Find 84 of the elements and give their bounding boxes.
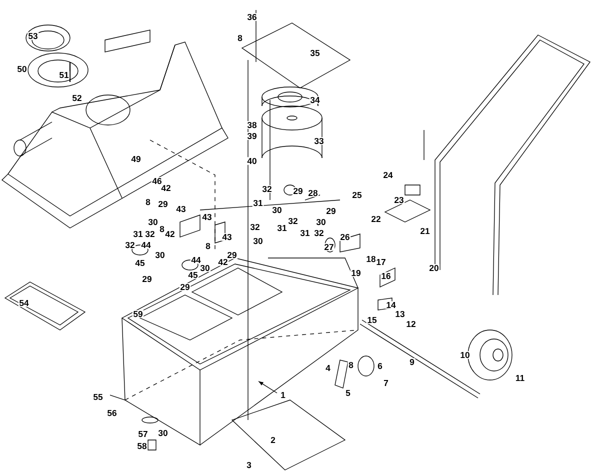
callout-number: 29 [292,187,304,195]
callout-number: 12 [405,320,417,328]
callout-number: 19 [350,269,362,277]
callout-number: 46 [151,177,163,185]
callout-number: 43 [221,233,233,241]
callout-number: 15 [366,316,378,324]
callout-number: 29 [179,283,191,291]
callout-number: 8 [144,198,152,206]
callout-number: 5 [344,389,352,397]
callout-number: 33 [313,137,325,145]
callout-number: 50 [16,65,28,73]
callout-number: 4 [324,364,332,372]
callout-number: 8 [348,361,354,369]
callout-number: 30 [199,264,211,272]
callout-number: 44 [190,256,202,264]
callout-number: 59 [132,310,144,318]
callout-number: 30 [252,237,264,245]
callout-number: 8 [204,242,212,250]
callout-number: 30 [315,218,327,226]
callout-number: 32 [313,229,325,237]
callout-number: 31 [132,230,144,238]
callout-number: 45 [134,259,146,267]
callout-number: 21 [419,227,431,235]
callout-number: 31 [276,224,288,232]
callout-number: 3 [246,461,252,469]
callout-number: 20 [428,264,440,272]
callout-number: 43 [175,205,187,213]
callout-number: 40 [246,157,258,165]
callout-number: 8 [158,225,166,233]
callout-number: 54 [18,299,30,307]
callout-number: 32 [261,185,273,193]
callout-number: 42 [217,258,229,266]
callout-number: 30 [154,251,166,259]
callout-number: 18 [365,255,377,263]
callout-number: 35 [309,49,321,57]
callout-number: 55 [92,393,104,401]
callout-number: 42 [164,230,176,238]
callout-number: 16 [380,272,392,280]
callout-number: 32 [124,241,136,249]
callout-number: 9 [408,358,416,366]
callout-number: 44 [140,241,152,249]
callout-number: 30 [147,218,159,226]
callout-number: 38 [246,121,258,129]
callout-number: 24 [382,171,394,179]
callout-number: 29 [325,207,337,215]
callout-number: 1 [280,391,286,399]
callout-number: 28 [307,189,319,197]
callout-number: 6 [376,362,384,370]
callout-number: 14 [385,301,397,309]
callout-number: 13 [394,310,406,318]
callout-number: 26 [339,233,351,241]
callout-number: 10 [459,351,471,359]
callout-number: 36 [246,13,258,21]
callout-number: 27 [323,243,335,251]
callout-number: 57 [137,430,149,438]
callout-number: 53 [27,32,39,40]
callout-number: 29 [226,251,238,259]
callout-number: 58 [136,442,148,450]
callout-number: 17 [375,258,387,266]
callout-number: 49 [130,155,142,163]
callout-number: 32 [144,230,156,238]
callout-number: 39 [246,132,258,140]
callout-number: 31 [299,229,311,237]
callout-number: 2 [270,436,276,444]
callout-number: 56 [106,409,118,417]
callout-number: 43 [201,213,213,221]
callout-number: 23 [393,196,405,204]
callout-number: 8 [236,34,244,42]
callout-number: 29 [141,275,153,283]
callout-number: 25 [351,191,363,199]
callout-number: 45 [187,271,199,279]
callout-number: 34 [309,96,321,104]
callout-number: 51 [58,71,70,79]
callout-number: 32 [249,223,261,231]
callout-number: 42 [160,184,172,192]
callout-number: 30 [157,429,169,437]
callout-number: 7 [382,379,390,387]
callout-number: 31 [252,199,264,207]
callout-number: 32 [287,217,299,225]
callout-number: 52 [71,94,83,102]
callout-number: 22 [370,215,382,223]
callout-number: 11 [514,374,526,382]
callout-number: 30 [271,206,283,214]
callout-number: 29 [157,200,169,208]
